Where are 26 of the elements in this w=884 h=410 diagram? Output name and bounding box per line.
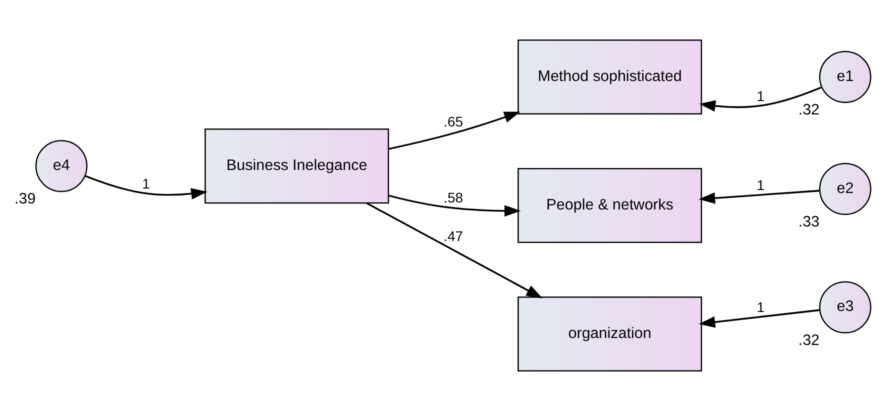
node-circle: e3 xyxy=(818,280,871,333)
arrow xyxy=(84,174,207,199)
arrow xyxy=(698,308,820,328)
arrow xyxy=(698,86,822,112)
node-box: People & networks xyxy=(517,167,702,243)
edge-label: 1 xyxy=(142,175,150,192)
node-label: .39 xyxy=(14,190,36,208)
edge-label: .47 xyxy=(443,227,463,244)
arrow xyxy=(366,202,542,298)
edge-label: .65 xyxy=(443,112,463,129)
edge-label: .58 xyxy=(443,189,463,206)
node-box: organization xyxy=(517,296,702,372)
node-circle: e1 xyxy=(818,50,871,103)
arrow xyxy=(388,111,520,150)
edge-label: 1 xyxy=(756,87,764,104)
node-circle: e4 xyxy=(34,139,87,192)
arrow xyxy=(388,194,520,216)
node-label: .32 xyxy=(798,101,820,118)
node-label: .32 xyxy=(798,331,820,348)
node-label: .33 xyxy=(798,213,820,230)
arrow xyxy=(698,189,820,204)
edge-label: 1 xyxy=(756,176,764,192)
node-box: Method sophisticated xyxy=(517,38,702,114)
node-circle: e2 xyxy=(818,162,871,215)
edge-label: 1 xyxy=(756,298,764,315)
node-box: Business Inelegance xyxy=(204,128,389,204)
